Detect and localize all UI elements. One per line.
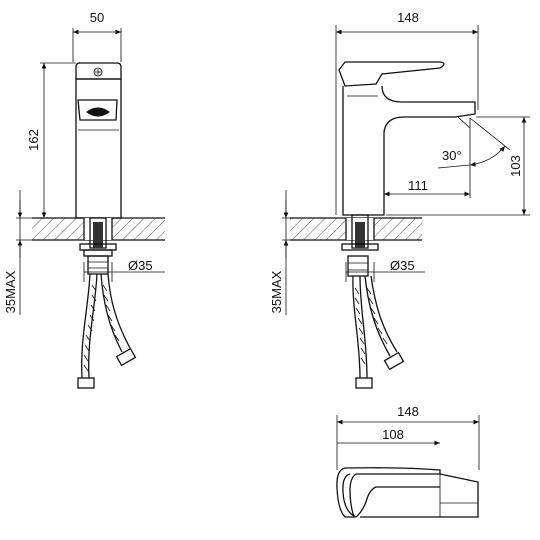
top-overall-label: 148 — [397, 404, 419, 419]
top-spout-dimension: 108 — [337, 427, 440, 446]
side-width-dimension: 148 — [335, 10, 479, 215]
front-height-label: 162 — [26, 129, 41, 151]
side-faucet-body — [338, 61, 476, 216]
front-mounting-shank — [79, 217, 117, 275]
front-width-dimension: 50 — [72, 10, 122, 62]
side-hole-label: Ø35 — [390, 258, 415, 273]
side-spout-label: 111 — [408, 178, 428, 193]
side-angle-dimension: 30° — [437, 117, 511, 169]
top-overall-dimension: 148 — [336, 404, 480, 470]
side-angle-label: 30° — [442, 148, 462, 163]
front-deck-dimension: 35MAX — [3, 190, 36, 315]
front-view: 50 162 — [3, 10, 165, 389]
side-outlet-dimension: 103 — [386, 116, 530, 216]
front-hole-dimension: Ø35 — [83, 258, 165, 282]
front-height-dimension: 162 — [26, 62, 76, 219]
side-outlet-label: 103 — [508, 155, 523, 177]
side-hoses — [352, 275, 405, 389]
top-view: 148 108 — [336, 404, 480, 518]
front-hole-label: Ø35 — [128, 258, 153, 273]
front-hoses — [77, 273, 137, 389]
top-faucet-outline — [336, 467, 479, 518]
front-width-label: 50 — [90, 10, 104, 25]
top-spout-label: 108 — [382, 427, 404, 442]
side-view: 148 111 103 30° — [269, 10, 530, 389]
front-faucet-body — [75, 62, 122, 219]
side-deck-label: 35MAX — [269, 270, 284, 313]
side-hole-dimension: Ø35 — [345, 258, 425, 282]
front-deck-label: 35MAX — [3, 270, 18, 313]
side-mounting-shank — [341, 214, 379, 277]
side-width-label: 148 — [397, 10, 419, 25]
side-deck-dimension: 35MAX — [269, 190, 300, 315]
